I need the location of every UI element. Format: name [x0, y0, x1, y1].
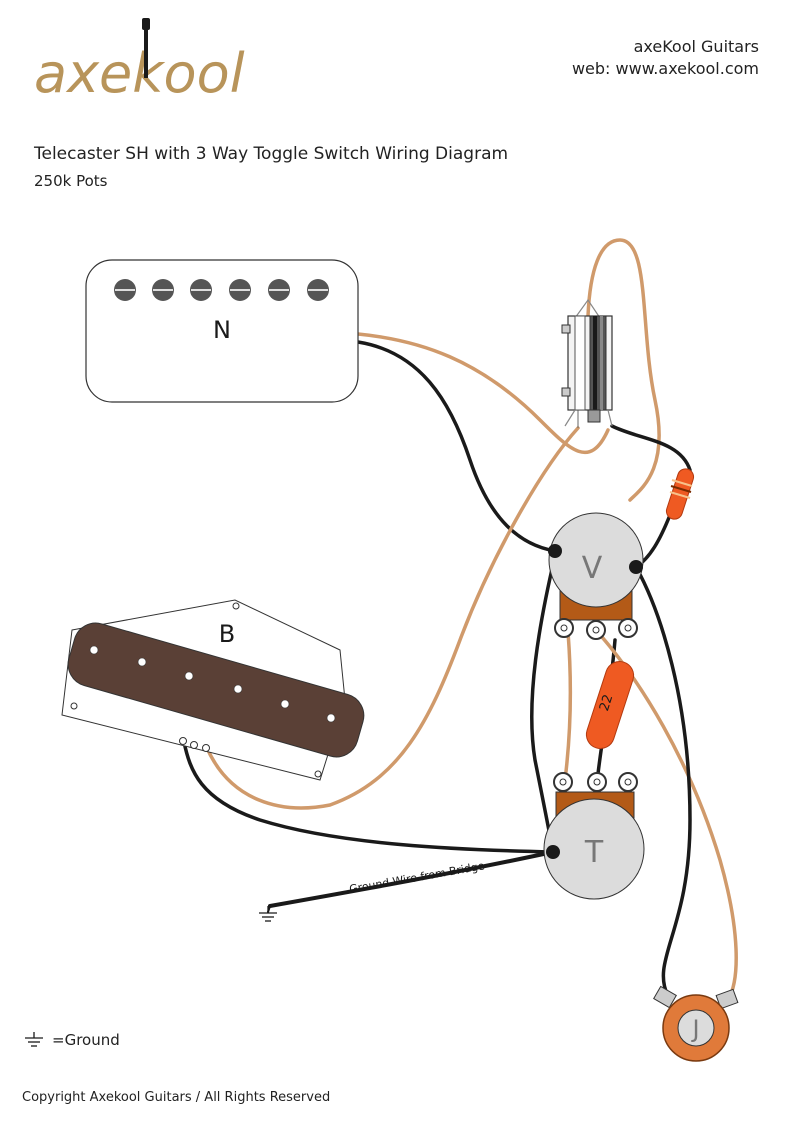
- bridge-pickup-terminals: [179, 737, 210, 752]
- tone-capacitor: 22: [585, 661, 635, 749]
- volume-pot: V: [548, 512, 644, 640]
- tone-lugs: [553, 772, 638, 792]
- wire-switch-black: [610, 424, 692, 472]
- bridge-pickup-label: B: [219, 620, 235, 648]
- tone-pot-label: T: [584, 835, 604, 870]
- wire-switch-bridge-tan: [205, 426, 580, 810]
- wire-volume-ground-black: [530, 554, 557, 854]
- output-jack: J: [653, 985, 739, 1062]
- diagram-title: Telecaster SH with 3 Way Toggle Switch W…: [34, 144, 509, 164]
- diagram-subtitle: 250k Pots: [34, 172, 108, 190]
- company-website: web: www.axekool.com: [571, 59, 759, 78]
- company-info: axeKool Guitars web: www.axekool.com: [572, 36, 759, 80]
- tone-pot: T: [543, 772, 645, 900]
- volume-pot-label: V: [582, 551, 603, 586]
- wire-neck-tan: [356, 332, 610, 454]
- guitar-headstock-icon: [142, 18, 150, 78]
- jack-label: J: [690, 1015, 699, 1043]
- toggle-switch: [561, 298, 613, 428]
- wire-volume-jack-black: [634, 565, 692, 998]
- capacitor-label: 22: [597, 693, 616, 713]
- wire-ground-bridge: [268, 850, 555, 908]
- copyright-text: Copyright Axekool Guitars / All Rights R…: [22, 1090, 331, 1105]
- ground-wire-label: Ground Wire from Bridge: [348, 859, 486, 896]
- ground-legend-label: =Ground: [52, 1031, 120, 1049]
- ground-symbol-icon: [259, 906, 277, 922]
- axekool-logo: axekool: [34, 18, 245, 105]
- bridge-pickup-cover: [67, 622, 365, 758]
- neck-pickup: N: [85, 259, 359, 403]
- wire-switch-loop-tan: [586, 238, 661, 502]
- logo-text: axekool: [34, 42, 245, 105]
- ground-legend-icon: [25, 1032, 43, 1047]
- wire-bridge-black: [182, 740, 555, 854]
- solder-joints: [546, 544, 643, 859]
- neck-pickup-label: N: [213, 316, 231, 344]
- bridge-pickup: B: [61, 599, 365, 781]
- wire-neck-black: [356, 340, 557, 553]
- ground-legend: =Ground: [22, 1030, 120, 1050]
- company-name: axeKool Guitars: [633, 37, 759, 56]
- small-capacitor: [665, 468, 695, 520]
